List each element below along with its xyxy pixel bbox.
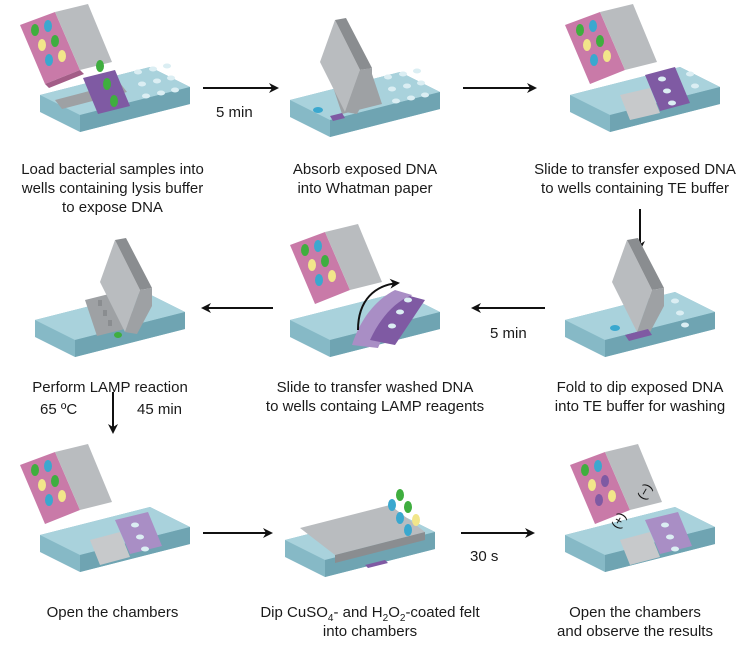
caption-step6: Perform LAMP reaction <box>32 379 188 396</box>
device-step9: (+) (−) <box>565 444 715 572</box>
caption-step9: Open the chambers and observe the result… <box>557 604 713 640</box>
caption-step2: Absorb exposed DNA into Whatman paper <box>292 161 438 197</box>
caption-step3: Slide to transfer exposed DNA to wells c… <box>534 161 736 197</box>
device-step8 <box>285 489 435 577</box>
device-step4 <box>565 238 715 357</box>
arrow-label-30s: 30 s <box>470 548 499 565</box>
device-step7 <box>20 444 190 572</box>
caption-step4: Fold to dip exposed DNA into TE buffer f… <box>554 379 726 415</box>
device-step5 <box>290 224 440 357</box>
negative-sign: (−) <box>634 481 655 503</box>
positive-sign: (+) <box>608 510 629 532</box>
caption-step5: Slide to transfer washed DNA to wells co… <box>265 379 485 415</box>
device-step6 <box>35 238 185 357</box>
caption-step1: Load bacterial samples into wells contai… <box>21 161 204 216</box>
device-step3 <box>565 4 720 132</box>
caption-step7: Open the chambers <box>46 604 179 621</box>
arrow-label-5min-1: 5 min <box>216 104 253 121</box>
device-step2 <box>290 18 440 137</box>
arrow-label-5min-2: 5 min <box>490 325 527 342</box>
device-step1 <box>20 4 190 132</box>
arrow-label-temperature: 65 ºC <box>40 401 78 418</box>
arrow-label-45min: 45 min <box>137 401 183 418</box>
